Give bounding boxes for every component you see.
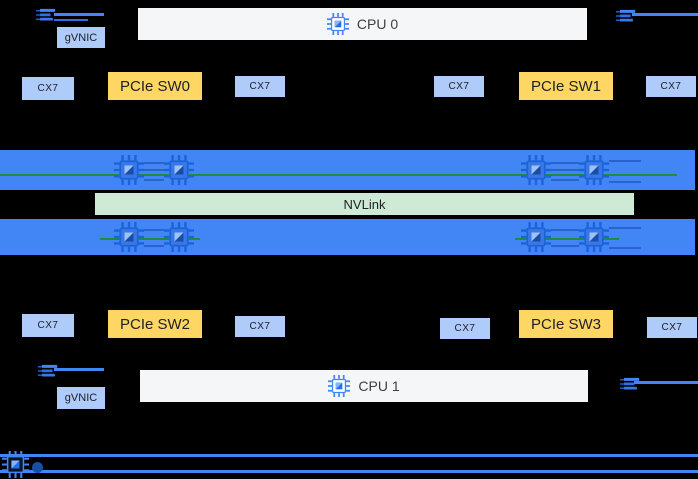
cx7-label: CX7 — [660, 81, 682, 92]
gpu-bus-line — [609, 181, 641, 183]
nic-card-icon — [36, 7, 56, 28]
gpu-chip-icon — [164, 222, 194, 257]
gpu-bar-bottom — [0, 219, 695, 255]
pcie-sw1-box: PCIe SW1 — [519, 72, 613, 100]
network-link-line — [54, 13, 104, 16]
cpu-chip-icon — [328, 375, 350, 397]
gpu-bus-line — [551, 179, 579, 181]
nic-card-icon — [620, 376, 640, 397]
gvnic-bottom-label: gVNIC — [64, 392, 98, 404]
gpu-chip-icon — [521, 222, 551, 257]
cx7-label: CX7 — [249, 81, 271, 92]
cx7-nic-box: CX7 — [646, 76, 696, 97]
cx7-nic-box: CX7 — [22, 314, 74, 337]
cx7-label: CX7 — [37, 83, 59, 94]
pcie-sw2-box: PCIe SW2 — [108, 310, 202, 338]
gvnic-bottom-box: gVNIC — [57, 387, 105, 409]
gpu-bar-top — [0, 150, 695, 190]
network-link-line — [54, 368, 104, 371]
gpu-chip-icon — [114, 222, 144, 257]
gpu-bus-line — [144, 169, 164, 171]
gpu-chip-icon — [579, 222, 609, 257]
nvlink-rail-line — [100, 238, 200, 240]
nic-card-icon — [38, 363, 58, 384]
cx7-label: CX7 — [249, 321, 271, 332]
gpu-bus-line — [609, 247, 641, 249]
nvlink-rail-line — [515, 238, 619, 240]
gpu-bus-line — [609, 160, 641, 162]
cx7-nic-box: CX7 — [235, 76, 285, 97]
pcie-sw3-box: PCIe SW3 — [519, 310, 613, 338]
cx7-label: CX7 — [448, 81, 470, 92]
offload-bar-bottom-line — [0, 470, 698, 473]
gpu-chip-icon — [164, 155, 194, 190]
gpu-bus-line — [144, 162, 164, 164]
cx7-label: CX7 — [661, 322, 683, 333]
gpu-bus-line — [144, 179, 164, 181]
cx7-nic-box: CX7 — [647, 317, 697, 338]
gpu-bus-line — [144, 229, 164, 231]
cpu-chip-icon — [327, 13, 349, 35]
offload-chip-icon — [2, 451, 29, 479]
offload-bar-dot — [32, 462, 43, 473]
gpu-bus-line — [144, 245, 164, 247]
gpu-bus-line — [551, 169, 579, 171]
pcie-sw2-label: PCIe SW2 — [119, 315, 191, 333]
network-link-line — [54, 19, 88, 21]
pcie-sw3-label: PCIe SW3 — [530, 315, 602, 333]
gpu-chip-icon — [579, 155, 609, 190]
nvlink-rail-line — [0, 174, 677, 176]
gvnic-top-label: gVNIC — [64, 31, 98, 44]
cx7-nic-box: CX7 — [440, 318, 490, 339]
gpu-bus-line — [551, 229, 579, 231]
cpu1-label: CPU 1 — [358, 378, 400, 394]
gpu-chip-icon — [114, 155, 144, 190]
gpu-bus-line — [609, 227, 641, 229]
gpu-chip-icon — [521, 155, 551, 190]
nvlink-label: NVLink — [343, 196, 386, 212]
cx7-nic-box: CX7 — [434, 76, 484, 97]
cx7-label: CX7 — [454, 323, 476, 334]
cpu1-box: CPU 1 — [140, 370, 588, 402]
network-link-line — [632, 13, 698, 16]
cx7-nic-box: CX7 — [235, 316, 285, 337]
network-link-line — [634, 381, 698, 384]
cx7-label: CX7 — [37, 320, 59, 331]
pcie-sw0-box: PCIe SW0 — [108, 72, 202, 100]
cx7-nic-box: CX7 — [22, 77, 74, 100]
cpu0-box: CPU 0 — [138, 8, 587, 40]
pcie-sw1-label: PCIe SW1 — [530, 77, 602, 95]
gpu-bus-line — [551, 245, 579, 247]
gvnic-top-box: gVNIC — [57, 27, 105, 48]
offload-bar-top-line — [0, 454, 698, 457]
cpu0-label: CPU 0 — [356, 16, 399, 32]
gpu-bus-line — [551, 162, 579, 164]
pcie-sw0-label: PCIe SW0 — [119, 77, 191, 95]
nic-card-icon — [616, 8, 636, 29]
nvlink-bus-box: NVLink — [95, 193, 634, 215]
